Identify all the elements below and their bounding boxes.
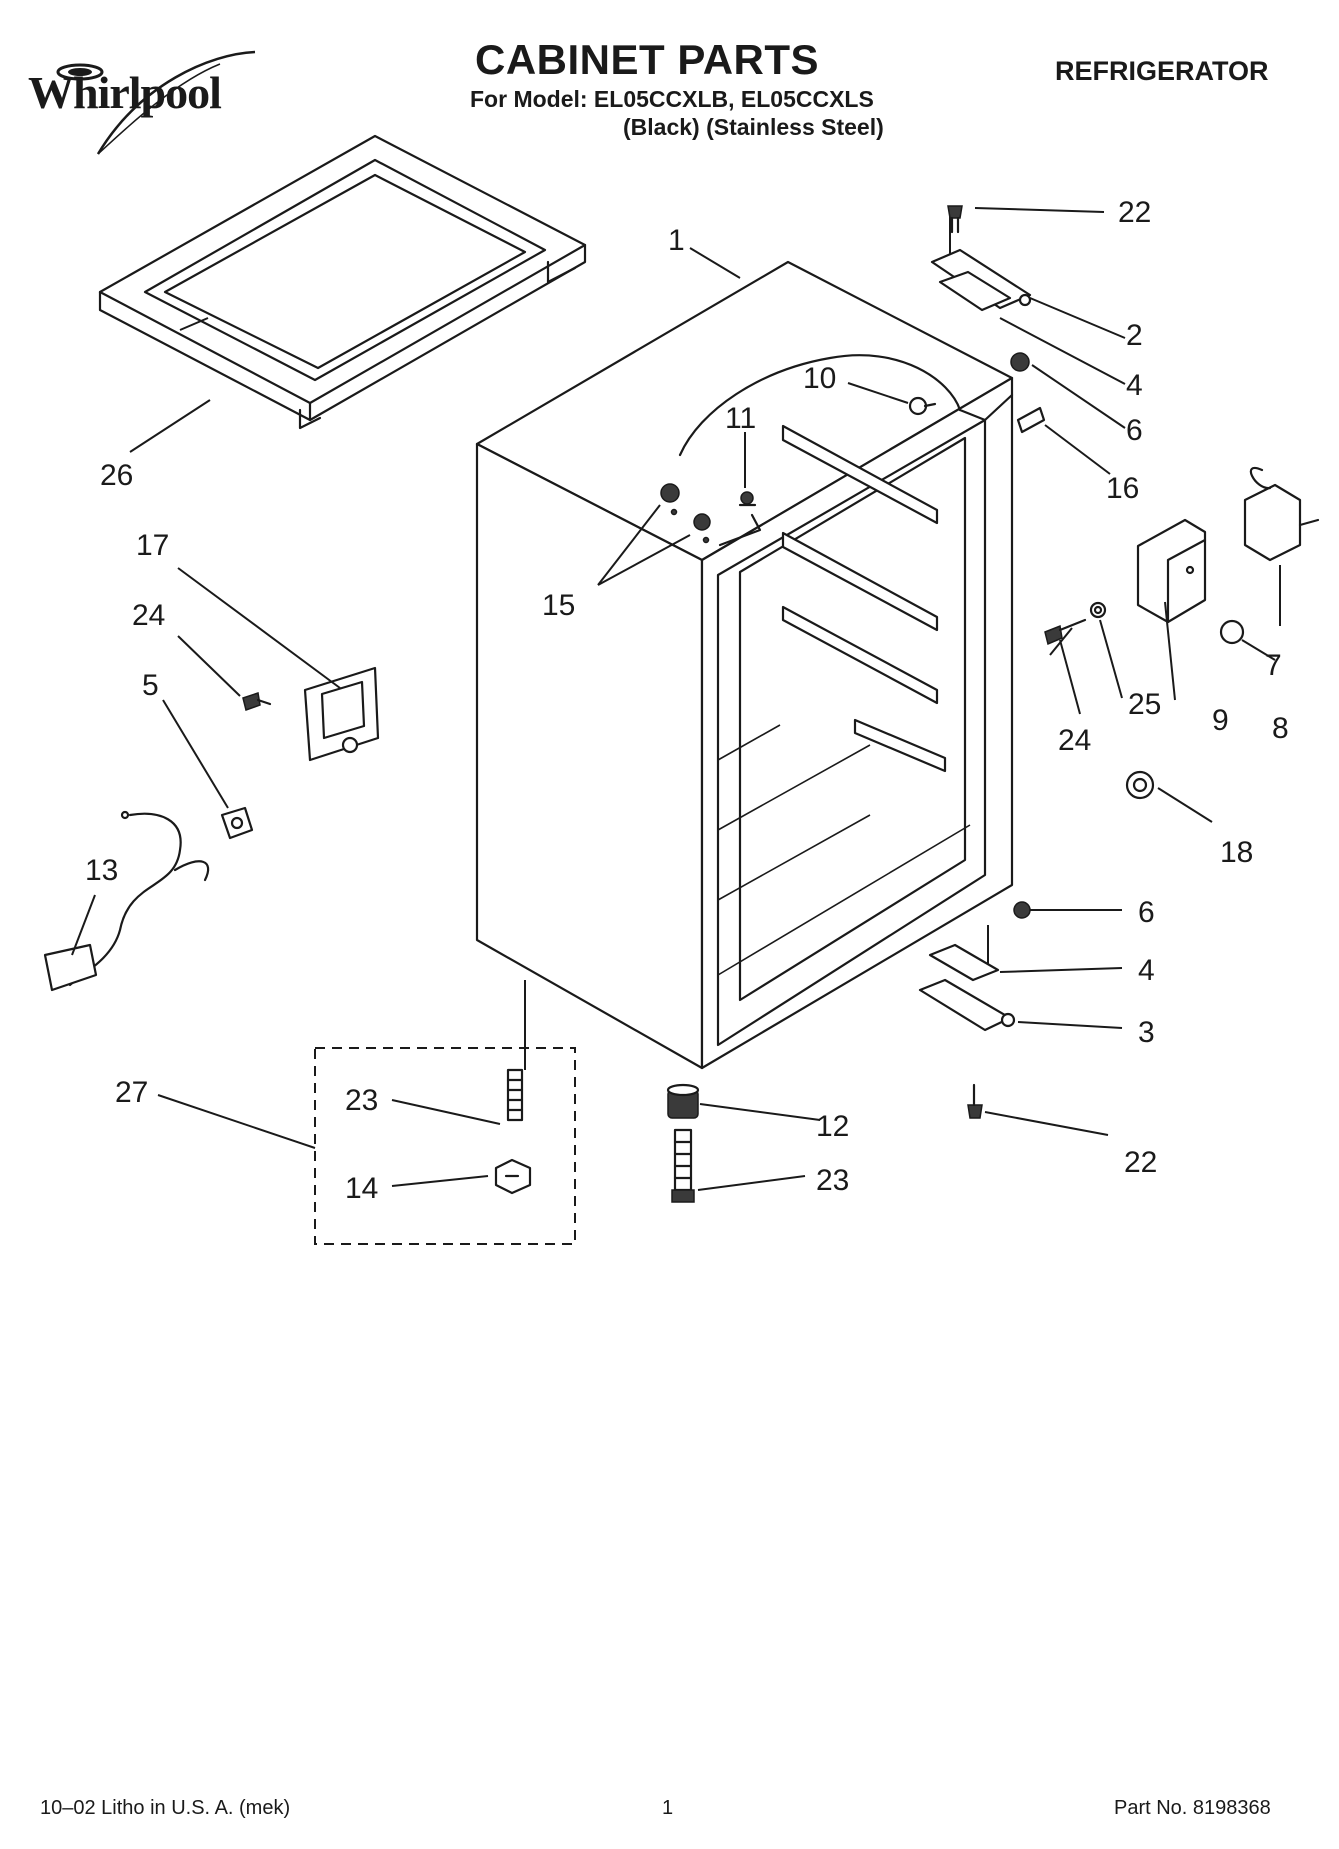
power-cord-part <box>43 810 210 992</box>
callout-3: 3 <box>1138 1016 1155 1049</box>
callout-labels: 1 22 2 4 6 10 11 16 15 26 17 24 5 13 7 8… <box>85 196 1289 1205</box>
leveling-leg-assembly <box>494 1068 532 1195</box>
page-title: CABINET PARTS <box>475 36 820 83</box>
callout-6-bottom: 6 <box>1138 896 1155 929</box>
callout-4-top: 4 <box>1126 369 1143 402</box>
roller-part <box>666 1083 700 1119</box>
grommet-part <box>1089 601 1107 619</box>
door-stop-clip-part <box>1016 406 1046 434</box>
hinge-pin-part <box>1010 352 1030 372</box>
callout-6-top: 6 <box>1126 414 1143 447</box>
callout-1: 1 <box>668 224 685 257</box>
leader-lines <box>71 207 1281 1191</box>
callout-17: 17 <box>136 529 169 562</box>
model-variants: (Black) (Stainless Steel) <box>623 114 884 140</box>
callout-23-right: 23 <box>816 1164 849 1197</box>
callout-8: 8 <box>1272 712 1289 745</box>
bottom-hinge-screw-part <box>967 1083 983 1119</box>
callout-15: 15 <box>542 589 575 622</box>
shelf-pins-part <box>660 483 711 544</box>
cabinet-part <box>475 260 1014 1070</box>
thermostat-cover-part <box>1136 518 1207 624</box>
callout-10: 10 <box>803 362 836 395</box>
top-hinge-part <box>930 215 1032 312</box>
page-number: 1 <box>662 1797 674 1819</box>
callout-25: 25 <box>1128 688 1161 721</box>
door-shelf-rails <box>781 424 947 773</box>
bottom-hinge-pin-part <box>1013 901 1031 919</box>
callout-26: 26 <box>100 459 133 492</box>
callout-22-bottom: 22 <box>1124 1146 1157 1179</box>
product-category: REFRIGERATOR <box>1055 56 1269 86</box>
bottom-hinge-part <box>918 943 1016 1032</box>
callout-7: 7 <box>1265 649 1282 682</box>
callout-14: 14 <box>345 1172 378 1205</box>
callout-18: 18 <box>1220 836 1253 869</box>
callout-23-box: 23 <box>345 1084 378 1117</box>
housing-screw-part <box>242 692 272 711</box>
callout-11: 11 <box>725 402 756 435</box>
part-number: Part No. 8198368 <box>1114 1797 1271 1819</box>
callout-5: 5 <box>142 669 159 702</box>
optional-parts-box <box>314 1047 576 1245</box>
brand-logo: Whirlpool <box>28 67 222 118</box>
callout-24-left: 24 <box>132 599 165 632</box>
thermostat-knob-part <box>1219 619 1245 645</box>
callout-22-top: 22 <box>1118 196 1151 229</box>
thermostat-part <box>1243 466 1320 562</box>
whirlpool-logo-swoosh <box>56 50 256 155</box>
cord-clip-part <box>1125 770 1155 800</box>
callout-2: 2 <box>1126 319 1143 352</box>
callout-24-right: 24 <box>1058 724 1091 757</box>
top-hinge-screw-part <box>947 205 963 234</box>
lamp-socket-part <box>220 806 254 840</box>
callout-12: 12 <box>816 1110 849 1143</box>
model-line: For Model: EL05CCXLB, EL05CCXLS <box>470 86 874 112</box>
shelf-stud-part <box>738 491 757 507</box>
callout-27: 27 <box>115 1076 148 1109</box>
callout-16: 16 <box>1106 472 1139 505</box>
top-cover-part <box>98 134 587 430</box>
screw-right-part <box>1044 618 1087 646</box>
roller-screw-part <box>671 1128 695 1203</box>
callout-9: 9 <box>1212 704 1229 737</box>
callout-4-bottom: 4 <box>1138 954 1155 987</box>
print-info: 10–02 Litho in U.S. A. (mek) <box>40 1797 291 1819</box>
door-bumper-part <box>908 396 937 416</box>
light-socket-housing-part <box>303 666 380 762</box>
callout-13: 13 <box>85 854 118 887</box>
